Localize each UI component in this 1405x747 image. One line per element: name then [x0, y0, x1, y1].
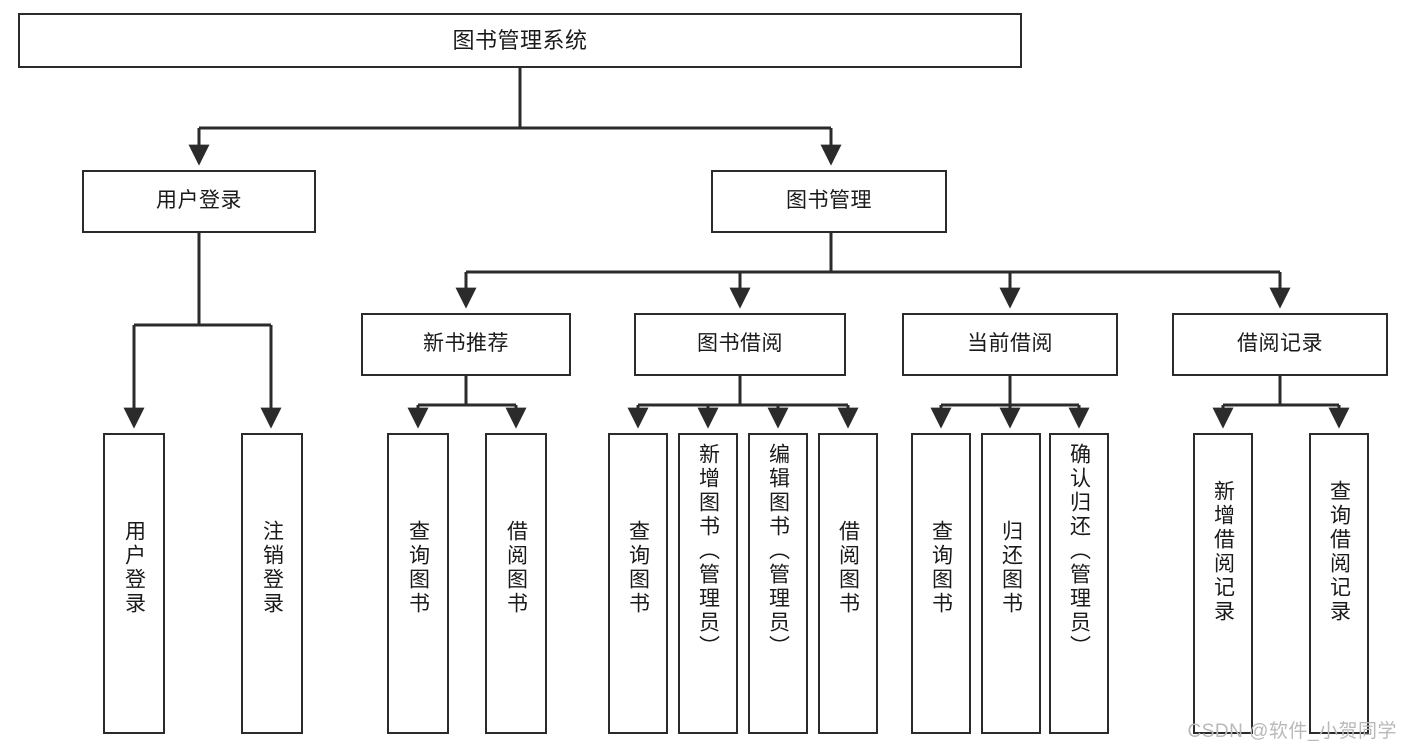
node-leaf-add-record-label: 新增借阅记录 — [1211, 480, 1235, 624]
node-leaf-borrow-book-1[interactable]: 借阅图书 — [485, 433, 547, 734]
node-leaf-borrow-book-2[interactable]: 借阅图书 — [818, 433, 878, 734]
node-leaf-edit-book[interactable]: 编辑图书（管理员） — [748, 433, 808, 734]
node-leaf-confirm-return-label: 确认归还（管理员） — [1067, 443, 1091, 659]
node-leaf-query-record-label: 查询借阅记录 — [1327, 480, 1351, 624]
node-leaf-user-login[interactable]: 用户登录 — [103, 433, 165, 734]
node-borrow-record-label: 借阅记录 — [1237, 332, 1323, 356]
node-user-login-label: 用户登录 — [156, 189, 242, 213]
node-leaf-add-book[interactable]: 新增图书（管理员） — [678, 433, 738, 734]
node-leaf-query-book-2-label: 查询图书 — [626, 520, 650, 616]
node-leaf-query-book-1[interactable]: 查询图书 — [387, 433, 449, 734]
node-leaf-return-book-label: 归还图书 — [999, 520, 1023, 616]
node-leaf-query-book-3-label: 查询图书 — [929, 520, 953, 616]
node-leaf-edit-book-label: 编辑图书（管理员） — [766, 443, 790, 659]
node-book-borrow-label: 图书借阅 — [697, 332, 783, 356]
node-leaf-logout[interactable]: 注销登录 — [241, 433, 303, 734]
node-book-borrow[interactable]: 图书借阅 — [634, 313, 846, 376]
node-new-book-recommend[interactable]: 新书推荐 — [361, 313, 571, 376]
node-root[interactable]: 图书管理系统 — [18, 13, 1022, 68]
node-new-book-recommend-label: 新书推荐 — [423, 332, 509, 356]
node-leaf-add-record[interactable]: 新增借阅记录 — [1193, 433, 1253, 734]
node-leaf-user-login-label: 用户登录 — [122, 520, 146, 616]
node-leaf-query-book-2[interactable]: 查询图书 — [608, 433, 668, 734]
node-leaf-query-record[interactable]: 查询借阅记录 — [1309, 433, 1369, 734]
node-borrow-record[interactable]: 借阅记录 — [1172, 313, 1388, 376]
node-leaf-borrow-book-2-label: 借阅图书 — [836, 520, 860, 616]
node-leaf-borrow-book-1-label: 借阅图书 — [504, 520, 528, 616]
node-user-login[interactable]: 用户登录 — [82, 170, 316, 233]
node-leaf-query-book-1-label: 查询图书 — [406, 520, 430, 616]
node-leaf-confirm-return[interactable]: 确认归还（管理员） — [1049, 433, 1109, 734]
node-book-management[interactable]: 图书管理 — [711, 170, 947, 233]
node-leaf-logout-label: 注销登录 — [260, 520, 284, 616]
node-current-borrow-label: 当前借阅 — [967, 332, 1053, 356]
node-leaf-add-book-label: 新增图书（管理员） — [696, 443, 720, 659]
node-current-borrow[interactable]: 当前借阅 — [902, 313, 1118, 376]
node-book-management-label: 图书管理 — [786, 189, 872, 213]
node-leaf-query-book-3[interactable]: 查询图书 — [911, 433, 971, 734]
node-leaf-return-book[interactable]: 归还图书 — [981, 433, 1041, 734]
node-root-label: 图书管理系统 — [452, 27, 588, 53]
